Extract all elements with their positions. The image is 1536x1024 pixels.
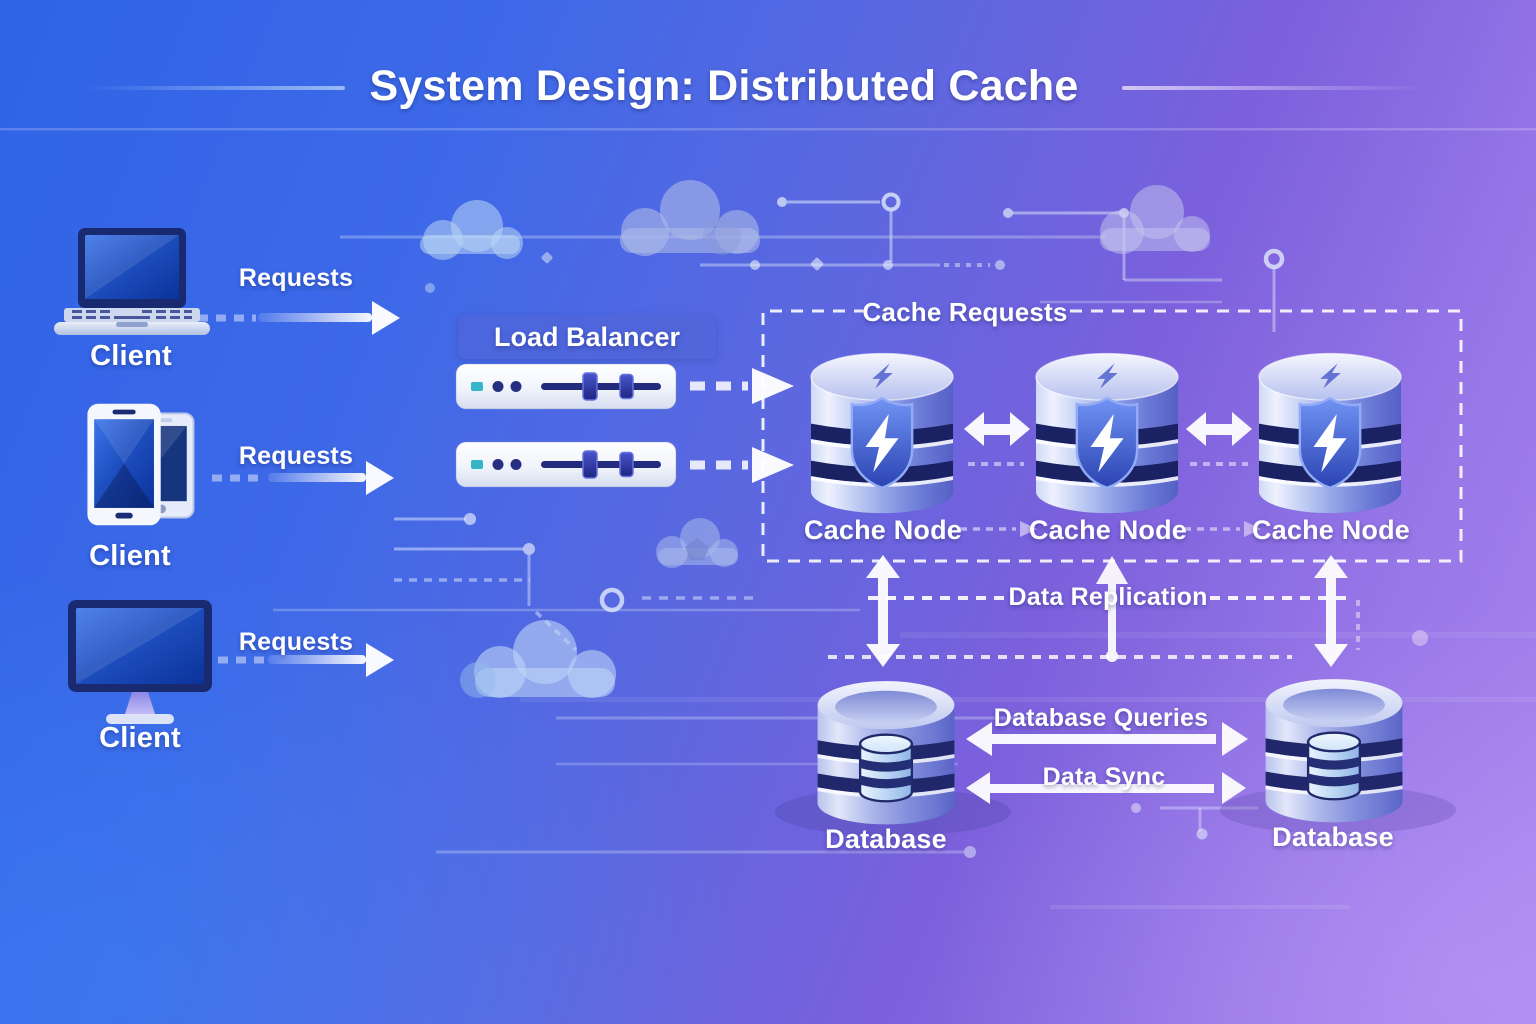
cache-node-sync-arrow-2 — [1186, 412, 1252, 446]
cache-node-sync-arrow-1 — [964, 412, 1030, 446]
database-label-1: Database — [825, 824, 947, 854]
page-title: System Design: Distributed Cache — [369, 62, 1079, 110]
database-icon-1 — [812, 670, 960, 829]
cache-db-arrow-left — [866, 555, 900, 667]
laptop-icon — [52, 226, 212, 344]
load-balancer-server-2 — [455, 440, 677, 490]
load-balancer-label: Load Balancer — [458, 315, 716, 359]
pentagon-decor — [685, 538, 709, 560]
database-icon-2 — [1260, 668, 1408, 827]
title-flourish-line-right — [1122, 86, 1427, 90]
cache-node-icon-1 — [804, 338, 960, 517]
client-label-2: Client — [89, 540, 171, 572]
data-replication-label: Data Replication — [1008, 583, 1208, 611]
client-label-1: Client — [90, 340, 172, 372]
cache-node-label-3: Cache Node — [1251, 515, 1411, 545]
cache-node-label-link-2 — [1184, 521, 1261, 537]
requests-label-3: Requests — [238, 628, 354, 656]
cache-node-label-1: Cache Node — [803, 515, 963, 545]
cache-db-arrow-right — [1314, 555, 1348, 667]
smartphones-icon — [72, 398, 207, 533]
client-label-3: Client — [99, 722, 181, 754]
cache-node-icon-2 — [1029, 338, 1185, 517]
title-flourish-line-left — [85, 86, 345, 90]
lb-to-cache-arrow-1 — [690, 368, 794, 404]
monitor-icon — [60, 596, 220, 726]
requests-label-2: Requests — [238, 442, 354, 470]
cache-node-label-2: Cache Node — [1028, 515, 1188, 545]
requests-label-1: Requests — [238, 264, 354, 292]
database-label-2: Database — [1272, 822, 1394, 852]
load-balancer-server-1 — [455, 362, 677, 412]
cache-node-label-link-1 — [960, 521, 1037, 537]
database-queries-label: Database Queries — [993, 704, 1209, 732]
cache-node-icon-3 — [1252, 338, 1408, 517]
data-sync-label: Data Sync — [1042, 763, 1166, 791]
requests-arrow-1 — [198, 301, 400, 335]
lb-to-cache-arrow-2 — [690, 447, 794, 483]
cache-requests-box-label: Cache Requests — [862, 297, 1068, 327]
